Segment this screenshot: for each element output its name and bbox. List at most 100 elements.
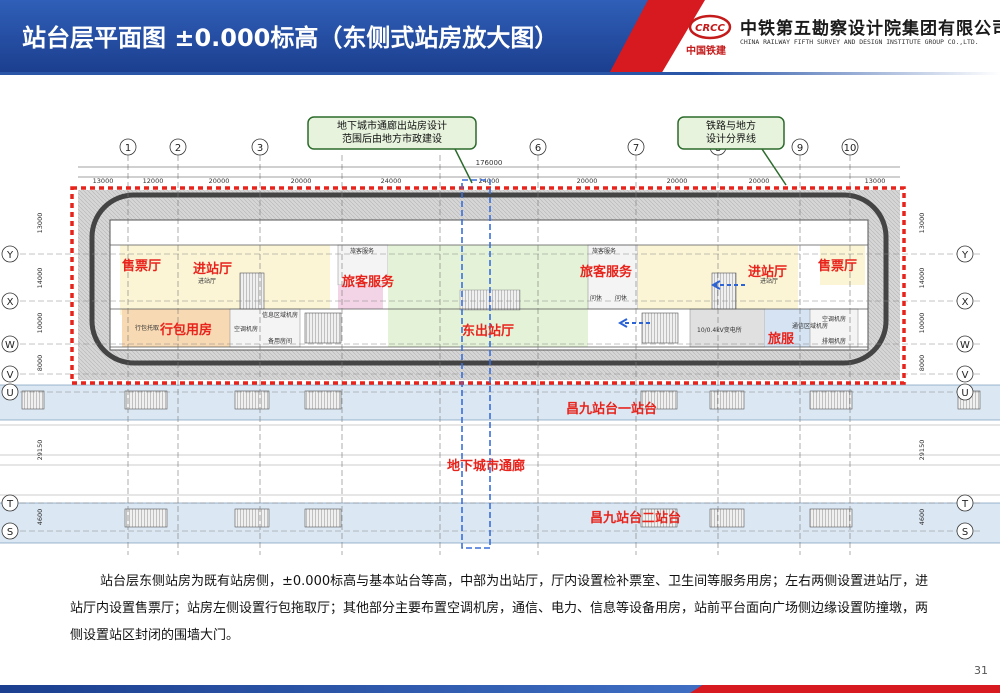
row-axis-bubble [956,383,974,401]
vertical-dimension: 29150 [36,440,44,461]
platform-stair [709,508,745,528]
platform-stair [809,390,853,410]
small-label: 备用房间 [268,337,292,345]
column-axis-label: 3 [257,143,263,154]
row-axis-bubble [956,365,974,383]
platform-stair [640,508,678,528]
escalator [641,312,679,344]
escalator [711,272,737,310]
pink-room [338,285,383,309]
page-title: 站台层平面图 ±0.000标高（东侧式站房放大图） [22,24,559,52]
small-label: 旅客服务 [592,247,616,255]
row-axis-label: V [962,370,969,381]
vertical-dimension: 4600 [918,509,926,526]
label-passenger-service: 旅服 [768,331,795,347]
small-label: 问休 [615,294,627,302]
small-label: 进站厅 [760,277,778,285]
description-paragraph: 站台层东侧站房为既有站房侧，±0.000标高与基本站台等高，中部为出站厅，厅内设… [70,574,929,643]
company-name-en: CHINA RAILWAY FIFTH SURVEY AND DESIGN IN… [740,38,979,46]
row-axis-label: X [7,297,14,308]
small-label: 信息区域机房 [262,311,298,319]
entry-hall-left [160,245,235,309]
column-axis-label: 1 [125,143,131,154]
platform-stair [124,508,168,528]
span-dimension: 20000 [291,177,312,185]
vertical-dimension: 29150 [918,440,926,461]
vertical-dimension: 10000 [918,313,926,334]
row-axis-label: W [5,340,15,351]
row-axis-bubble [1,494,19,512]
footer-bar [0,685,720,693]
station-boundary [70,186,906,385]
underground-corridor-line [461,179,491,549]
vertical-dimension: 14000 [918,268,926,289]
track-zone [0,420,1000,500]
platform-stair [124,390,168,410]
platform-stair [234,508,270,528]
span-dimension: 20000 [749,177,770,185]
span-dimension: 12000 [143,177,164,185]
small-label: 空调机房 [234,325,258,333]
header-bar [0,0,660,72]
small-room-labels: 进站厅 进站厅 旅客服务 旅客服务 问休 问休 10/0.4kV变电所 空调机房… [135,247,846,345]
span-dimension: 20000 [209,177,230,185]
row-grid [20,253,980,532]
row-axis-bubble [1,383,19,401]
escalator [304,312,342,344]
row-axis-bubble [956,292,974,310]
column-axis-label: 7 [633,143,639,154]
row-axis-label: Y [961,250,969,261]
row-axis-bubble [956,494,974,512]
passenger-service-left [337,244,389,286]
column-axis-label: 9 [797,143,803,154]
label-ticket-right: 售票厅 [818,258,857,274]
row-axis-bubble [1,335,19,353]
ticket-room-left [120,245,160,315]
row-axis-label: S [7,527,13,538]
header-divider [0,72,1000,75]
svg-text:铁路与地方设计分界线: 铁路与地方设计分界线 [706,119,756,145]
column-axis-bubble [841,138,859,156]
passenger-service-right [587,244,639,310]
span-dimension: 13000 [93,177,114,185]
small-label: 10/0.4kV变电所 [697,326,742,334]
vertical-dimension: 8000 [918,355,926,372]
span-dimension: 20000 [667,177,688,185]
label-platform-one: 昌九站台一站台 [566,401,657,417]
row-axis-bubble [1,292,19,310]
row-axis-label: U [6,388,13,399]
small-label: 排烟机房 [822,337,846,345]
callout-underground: 地下城市通廊出站房设计范围后由地方市政建设 [307,116,477,184]
row-axis-bubble [1,522,19,540]
column-axis-bubble [627,138,645,156]
logo-text: CRCC [695,23,725,34]
page-number: 31 [974,664,988,677]
row-axis-label: T [6,499,14,510]
crcc-logo-icon: CRCC [688,14,732,40]
label-entry-left: 进站厅 [193,261,232,277]
row-axis-label: U [961,388,968,399]
small-label: 旅客服务 [350,247,374,255]
label-exit-hall: 东出站厅 [462,323,514,339]
row-axis-label: Y [6,250,14,261]
row-axis-bubble [956,335,974,353]
column-axis-label: 2 [175,143,181,154]
platform-stair [304,508,342,528]
row-axis-label: W [960,340,970,351]
span-dimension: 20000 [577,177,598,185]
span-dimension: 24000 [381,177,402,185]
callout-boundary: 铁路与地方设计分界线 [677,116,787,186]
vertical-dimension: 4600 [36,509,44,526]
vertical-dimensions: 1300014000100008000291504600130001400010… [36,213,926,526]
small-label: 问休 [590,294,602,302]
platform-stair [304,390,342,410]
platform-stair [234,390,270,410]
svg-text:地下城市通廊出站房设计范围后由地方市政建设: 地下城市通廊出站房设计范围后由地方市政建设 [337,119,447,145]
vertical-dimension: 14000 [36,268,44,289]
column-axis-bubble [791,138,809,156]
label-entry-right: 进站厅 [748,264,787,280]
label-baggage: 行包用房 [159,322,212,338]
